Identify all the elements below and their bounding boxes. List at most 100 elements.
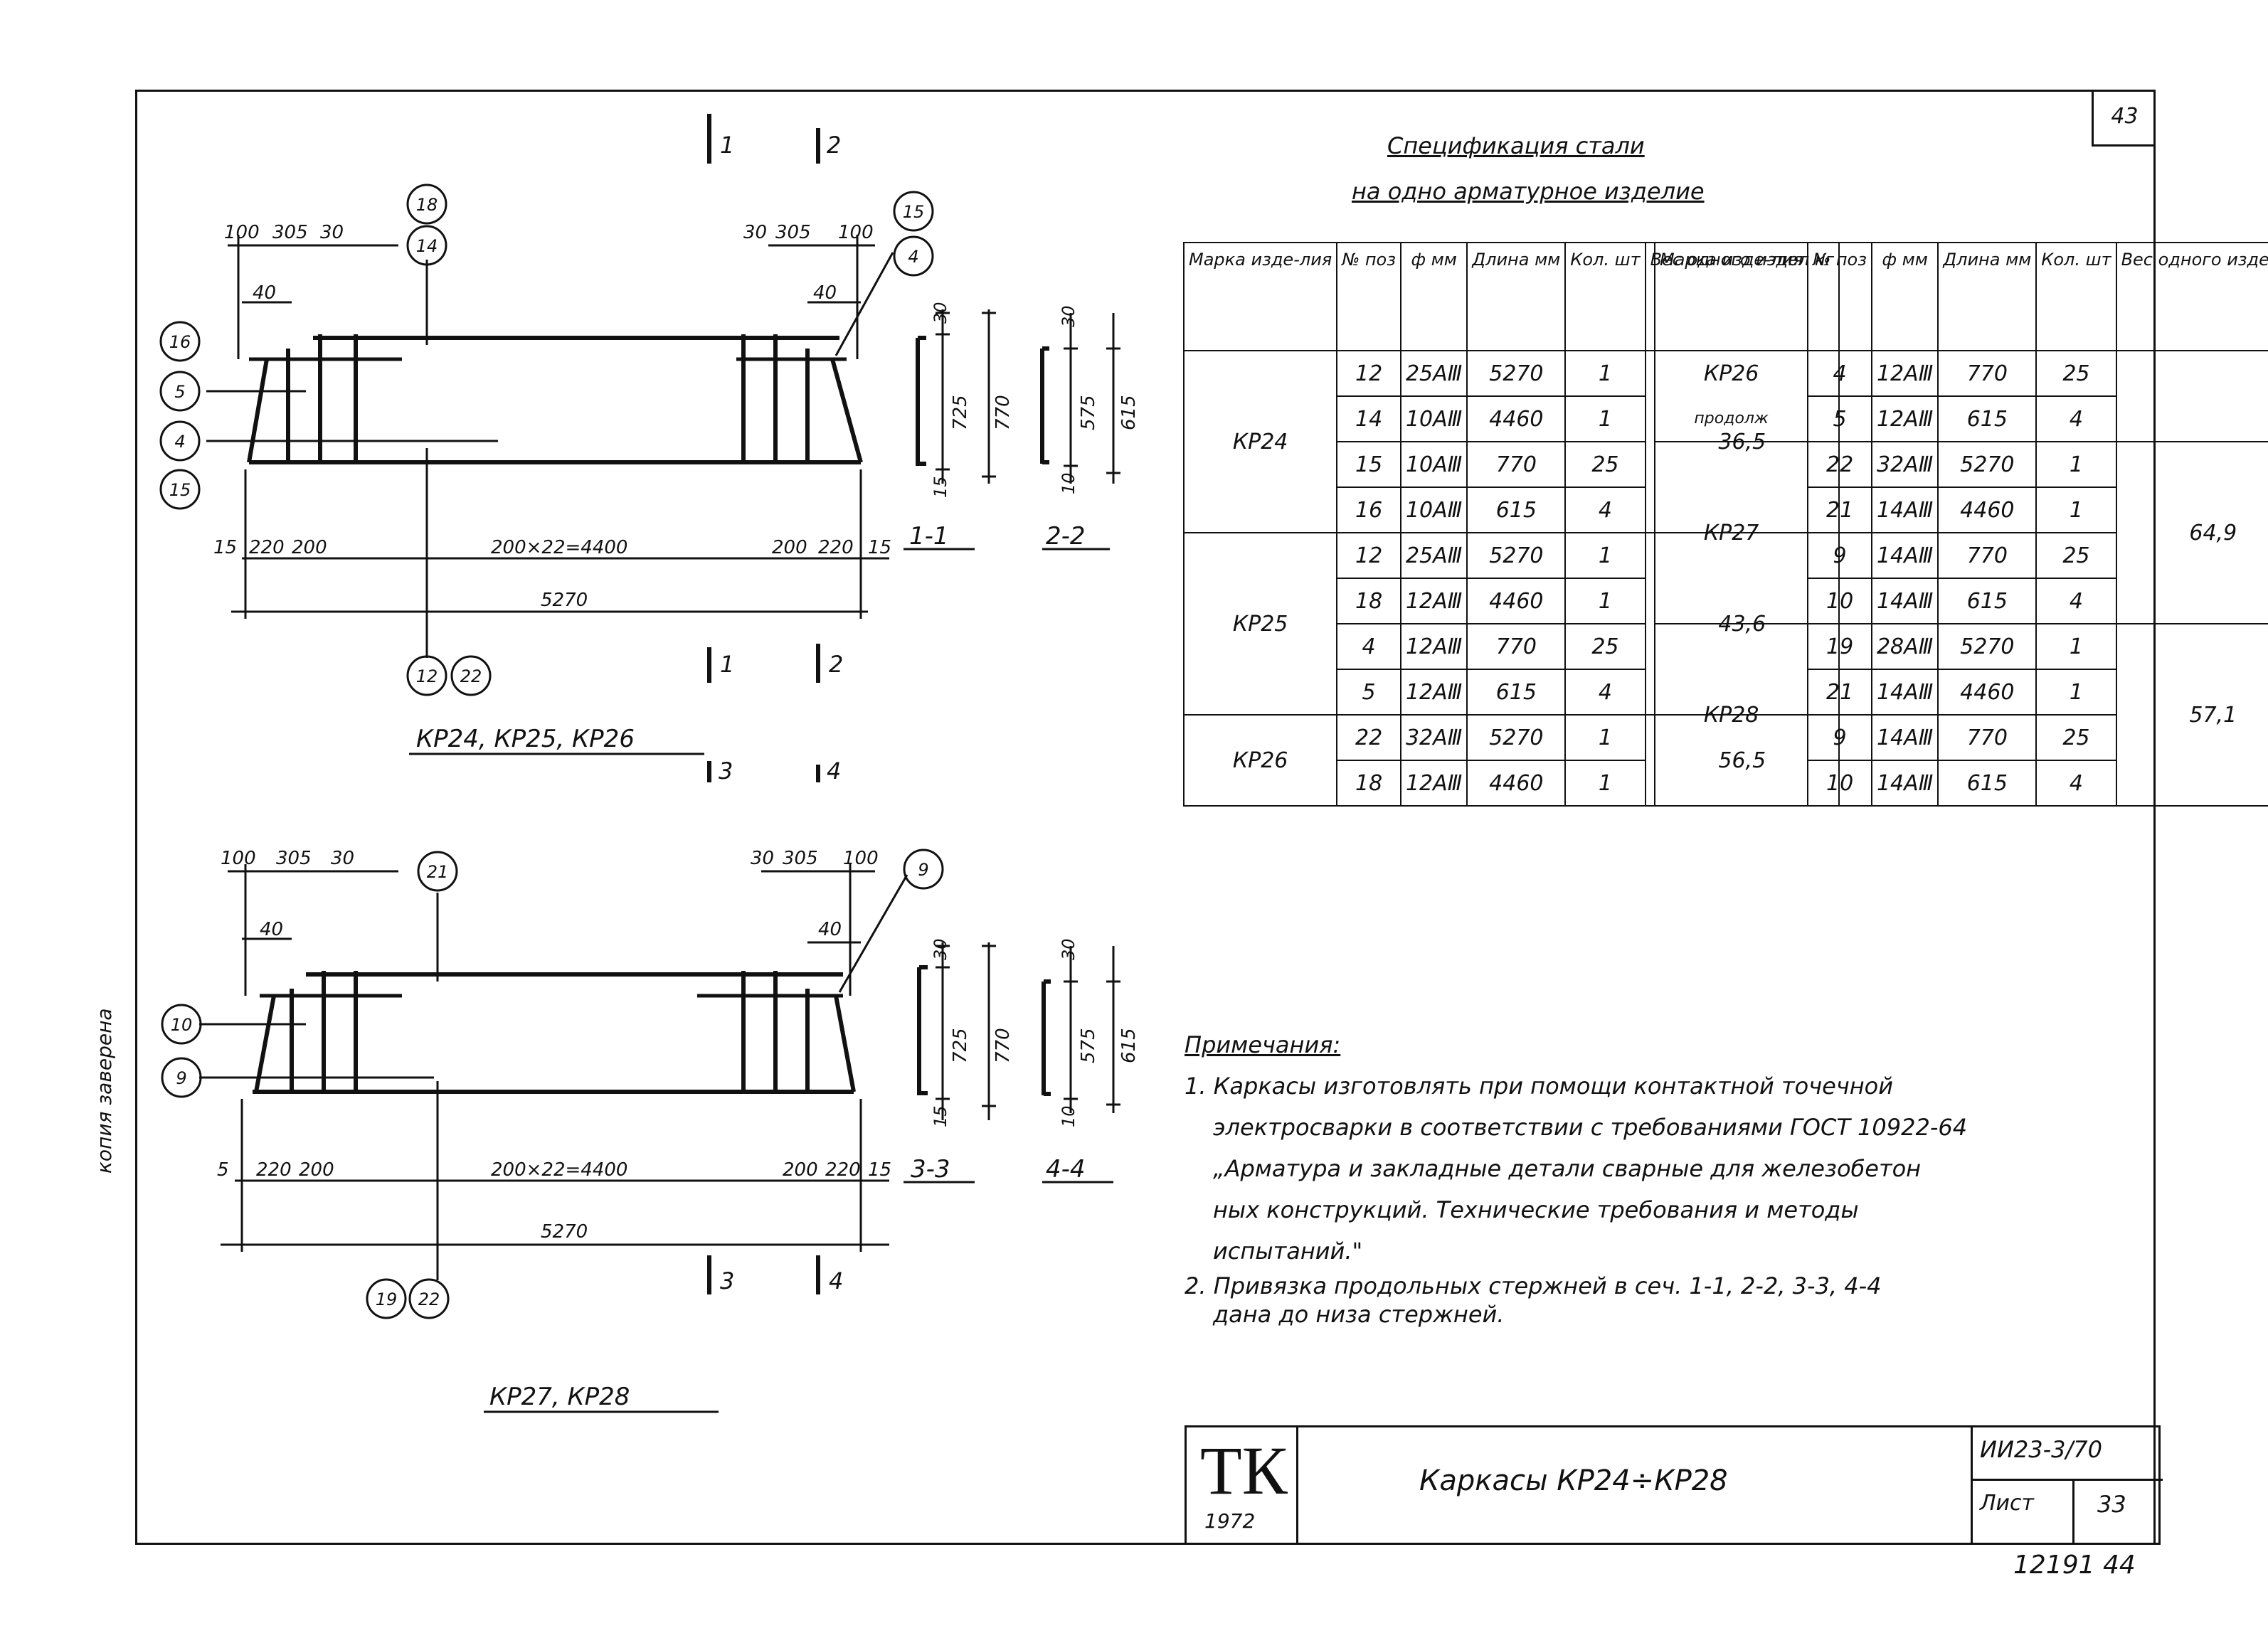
notes-title: Примечания: [1185, 1031, 1341, 1058]
notes-line: дана до низа стержней. [1213, 1301, 1505, 1328]
cell: 10 [1807, 760, 1872, 807]
dim-label: 5 [217, 1159, 229, 1181]
cell: 12АⅢ [1870, 350, 1939, 397]
mark-cell: продолж [1653, 396, 1809, 442]
cut-label: 4 [829, 1267, 843, 1294]
cell: 14АⅢ [1870, 714, 1939, 761]
cell: 615 [1937, 578, 2038, 624]
cell: 9 [1807, 714, 1872, 761]
dim-label: 30 [751, 848, 774, 869]
dim-label: 725 [950, 395, 971, 430]
spec-table-right: Марка изде-лия № поз ф мм Длина мм Кол. … [1653, 242, 2268, 807]
cell: 21 [1807, 669, 1872, 716]
stamp-logo: ТК [1200, 1432, 1288, 1509]
cell: 4460 [1937, 669, 2038, 716]
cell: 14АⅢ [1870, 578, 1939, 624]
weight-cell: 64,9 [2115, 441, 2268, 624]
dim-label: 575 [1078, 395, 1099, 430]
callout-label: 4 [174, 432, 185, 452]
dim-label: 30 [320, 222, 344, 243]
mark-cell: КР26 [1653, 350, 1809, 396]
cell: 770 [1937, 350, 2038, 397]
cell: 25АⅢ [1399, 532, 1468, 579]
cell: 12АⅢ [1399, 578, 1468, 624]
callout-label: 15 [903, 202, 925, 222]
table-row: 18 12АⅢ 4460 1 [1184, 578, 1839, 624]
table-row: 21 14АⅢ 4460 1 [1655, 669, 2268, 716]
dim-label: 30 [1059, 305, 1079, 327]
dim-label: 200 [292, 537, 327, 558]
cell: 1 [1564, 395, 1646, 442]
mark-cell: КР28 [1653, 623, 1809, 807]
cell: 4460 [1937, 486, 2038, 533]
section-label: 1-1 [909, 522, 949, 551]
cell: 12АⅢ [1399, 669, 1468, 716]
title-block: ТК 1972 Каркасы КР24÷КР28 ИИ23-3/70 Лист… [1185, 1425, 2163, 1545]
cell: 19 [1807, 623, 1872, 670]
cell: 25АⅢ [1399, 350, 1468, 397]
dim-label: 30 [931, 938, 950, 960]
dim-label: 615 [1118, 395, 1140, 430]
dim-label: 30 [331, 848, 354, 869]
cell: 615 [1466, 669, 1567, 716]
table-row: 5 12АⅢ 615 4 [1184, 669, 1839, 716]
notes-line: электросварки в соответствии с требовани… [1213, 1114, 1968, 1141]
callout-label: 14 [416, 236, 438, 256]
dim-label: 15 [868, 537, 891, 558]
cell: 21 [1807, 486, 1872, 533]
cell: 4 [2035, 760, 2117, 807]
callout-label: 22 [418, 1289, 440, 1309]
cell: 1 [2035, 486, 2117, 533]
col-header: Кол. шт [2035, 242, 2117, 351]
notes-line: 2. Привязка продольных стержней в сеч. 1… [1185, 1272, 1882, 1299]
cell: 770 [1937, 532, 2038, 579]
callout-label: 16 [169, 332, 191, 352]
dim-label: 40 [253, 282, 276, 304]
cell: 1 [2035, 623, 2117, 670]
table-row: 21 14АⅢ 4460 1 [1655, 486, 2268, 533]
cell: 1 [1564, 760, 1646, 807]
table-row: 9 14АⅢ 770 25 [1655, 714, 2268, 761]
weight-cell [2115, 350, 2268, 442]
cell: 5 [1807, 395, 1872, 442]
dim-label: 15 [868, 1159, 891, 1181]
callout-label: 18 [416, 195, 438, 215]
dim-label: 100 [224, 222, 260, 243]
dim-label: 200 [299, 1159, 334, 1181]
cell: 5270 [1466, 714, 1567, 761]
cut-label: 4 [827, 757, 841, 785]
cell: 25 [2035, 532, 2117, 579]
col-header: Марка изде-лия [1182, 242, 1338, 351]
callout-label: 9 [176, 1068, 186, 1088]
col-header: Длина мм [1466, 242, 1567, 351]
cut-label: 1 [720, 651, 734, 678]
cell: 10АⅢ [1399, 441, 1468, 488]
notes-line: „Арматура и закладные детали сварные для… [1213, 1155, 1922, 1182]
cell: 615 [1937, 395, 2038, 442]
callout-label: 10 [171, 1015, 193, 1035]
table-row: 9 14АⅢ 770 25 [1655, 532, 2268, 579]
stamp-outline [1185, 1425, 2161, 1545]
drawing-caption: КР27, КР28 [489, 1383, 630, 1411]
table-header-row: Марка изде-лия № поз ф мм Длина мм Кол. … [1653, 242, 2268, 351]
dim-label: 40 [818, 919, 842, 940]
cell: 18 [1336, 760, 1401, 807]
col-header: № поз [1807, 242, 1872, 351]
table-row: 15 10АⅢ 770 25 [1184, 441, 1839, 488]
notes-block: Примечания: 1. Каркасы изготовлять при п… [1185, 1024, 1967, 1329]
dim-label: 770 [992, 395, 1014, 430]
notes-line: 1. Каркасы изготовлять при помощи контак… [1185, 1073, 1894, 1100]
dim-label: 200 [772, 537, 807, 558]
dim-label: 30 [931, 302, 950, 324]
dim-label: 220 [818, 537, 854, 558]
cell: 15 [1336, 441, 1401, 488]
cell: 12 [1336, 350, 1401, 397]
col-header: № поз [1336, 242, 1401, 351]
table-row: продолж 5 12АⅢ 615 4 [1653, 395, 2268, 442]
stamp-sheet-no: 33 [2097, 1491, 2126, 1518]
table-row: КР28 19 28АⅢ 5270 1 57,1 [1653, 623, 2268, 807]
cell: 5270 [1937, 441, 2038, 488]
dim-label: 15 [931, 1105, 950, 1127]
cell: 14АⅢ [1870, 532, 1939, 579]
cell: 25 [1564, 441, 1646, 488]
